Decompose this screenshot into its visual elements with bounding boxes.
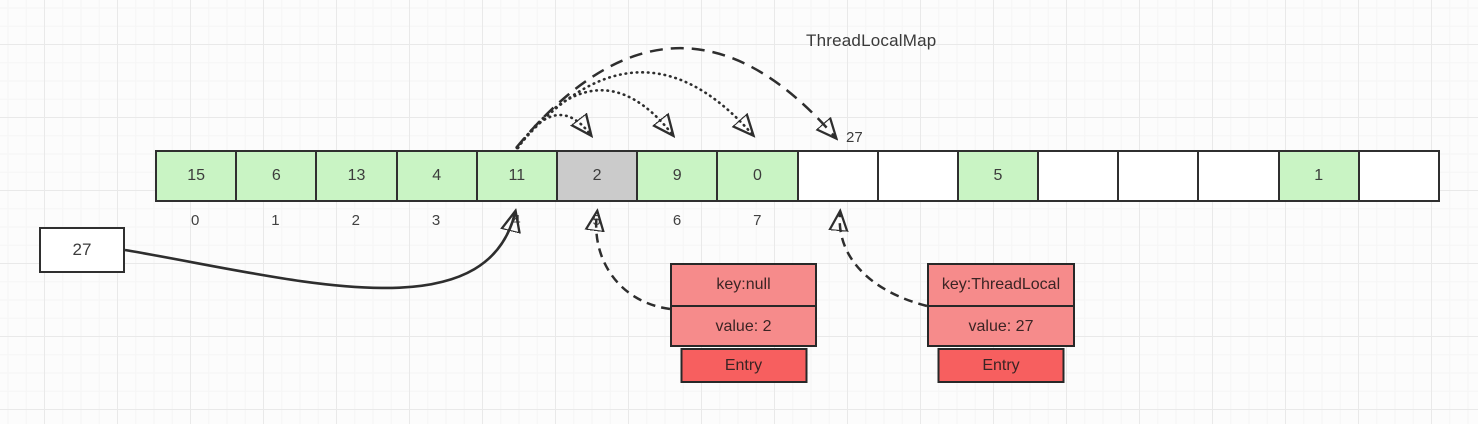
probe-arc-to-slot7: [515, 71, 752, 150]
stale-entry-to-slot5-arrow: [596, 213, 671, 311]
slot-index-label-0: 0: [190, 212, 200, 229]
array-slot-15: [1359, 152, 1438, 200]
slot-index-label-6: 6: [672, 212, 682, 229]
hash-value-label: 27: [846, 129, 863, 146]
array-slot-4: 11: [477, 152, 558, 200]
slot-index-label-4: 4: [512, 212, 521, 229]
array-slot-10: 5: [958, 152, 1040, 200]
array-slot-12: [1119, 152, 1200, 200]
array-slot-2: 13: [317, 152, 398, 200]
slot-index-label-5: 5: [592, 212, 601, 229]
entry-tag-label: Entry: [680, 348, 807, 383]
slot-index-label-1: 1: [271, 212, 280, 229]
probe-arc-to-slot8: [515, 46, 835, 149]
entry-value-label: value: 27: [929, 305, 1073, 345]
array-slot-6: 9: [638, 152, 719, 200]
array-slot-5: 2: [557, 152, 639, 200]
entry-box-threadlocal: key:ThreadLocal value: 27 Entry: [927, 263, 1075, 383]
hash-input-box: 27: [39, 227, 125, 273]
entry-key-label: key:ThreadLocal: [941, 276, 1061, 293]
diagram-title: ThreadLocalMap: [806, 31, 937, 50]
slot-index-label-3: 3: [431, 212, 441, 229]
entry-tag-label: Entry: [937, 348, 1065, 383]
array-slot-13: [1199, 152, 1280, 200]
array-slot-8: [798, 152, 879, 200]
array-slot-0: 15: [157, 152, 238, 200]
slot-index-label-7: 7: [753, 212, 762, 229]
probe-arc-to-slot5: [516, 115, 590, 150]
entry-to-slot8-arrow: [840, 213, 928, 308]
array-slot-9: [878, 152, 959, 200]
array-slot-1: 6: [237, 152, 318, 200]
array-slot-7: 0: [718, 152, 799, 200]
hash-input-value: 27: [72, 240, 92, 259]
entry-value-label: value: 2: [672, 305, 815, 345]
entry-key-label: key:null: [716, 276, 771, 293]
hash-to-slot4-arrow: [124, 213, 515, 290]
array-slot-11: [1039, 152, 1120, 200]
array-slot-3: 4: [397, 152, 478, 200]
array-slot-14: 1: [1279, 152, 1360, 200]
slot-index-label-2: 2: [351, 212, 360, 229]
probe-arc-to-slot6: [515, 88, 672, 150]
entry-box-stale: key:null value: 2 Entry: [670, 263, 817, 383]
